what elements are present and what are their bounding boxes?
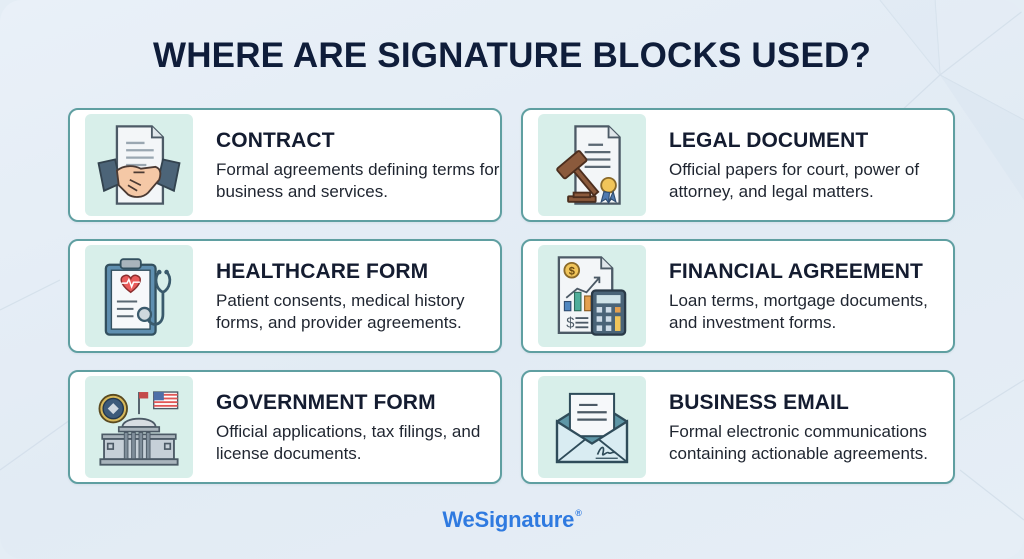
card-description: Official applications, tax filings, and … (216, 422, 481, 463)
handshake-contract-icon (97, 125, 181, 205)
card-title: BUSINESS EMAIL (669, 391, 849, 414)
icon-panel: $ $ (538, 245, 646, 347)
svg-text:$: $ (569, 265, 575, 277)
gavel-document-icon (556, 125, 621, 205)
card-title: LEGAL DOCUMENT (669, 129, 869, 152)
card-business-email: BUSINESS EMAIL Formal electronic communi… (521, 370, 955, 484)
card-description: Formal agreements defining terms for bus… (216, 160, 500, 201)
brand-logo: WeSignature® (0, 507, 1024, 533)
page-title: WHERE ARE SIGNATURE BLOCKS USED? (152, 36, 872, 75)
card-title: CONTRACT (216, 129, 335, 152)
card-text: BUSINESS EMAIL Formal electronic communi… (669, 390, 953, 464)
calculator-chart-icon: $ $ (557, 256, 627, 336)
card-text: HEALTHCARE FORM Patient consents, medica… (216, 259, 500, 333)
card-financial-agreement: $ $ FINANCIAL AGREE (521, 239, 955, 353)
government-building-icon (98, 391, 179, 466)
card-title: HEALTHCARE FORM (216, 260, 429, 283)
svg-text:$: $ (566, 315, 574, 331)
clipboard-stethoscope-icon (104, 258, 172, 336)
card-healthcare-form: HEALTHCARE FORM Patient consents, medica… (68, 239, 502, 353)
icon-panel (85, 376, 193, 478)
card-title: FINANCIAL AGREEMENT (669, 260, 923, 283)
card-government-form: GOVERNMENT FORM Official applications, t… (68, 370, 502, 484)
registered-mark: ® (575, 508, 582, 518)
card-contract: CONTRACT Formal agreements defining term… (68, 108, 502, 222)
icon-panel (538, 114, 646, 216)
icon-panel (85, 114, 193, 216)
card-text: GOVERNMENT FORM Official applications, t… (216, 390, 500, 464)
icon-panel (538, 376, 646, 478)
card-description: Official papers for court, power of atto… (669, 160, 920, 201)
card-text: LEGAL DOCUMENT Official papers for court… (669, 128, 953, 202)
card-text: FINANCIAL AGREEMENT Loan terms, mortgage… (669, 259, 953, 333)
card-description: Loan terms, mortgage documents, and inve… (669, 291, 928, 332)
icon-panel (85, 245, 193, 347)
signed-envelope-icon (555, 392, 629, 464)
brand-name: WeSignature (442, 507, 575, 532)
card-description: Formal electronic communications contain… (669, 422, 928, 463)
card-legal-document: LEGAL DOCUMENT Official papers for court… (521, 108, 955, 222)
card-title: GOVERNMENT FORM (216, 391, 436, 414)
card-description: Patient consents, medical history forms,… (216, 291, 465, 332)
card-text: CONTRACT Formal agreements defining term… (216, 128, 500, 202)
